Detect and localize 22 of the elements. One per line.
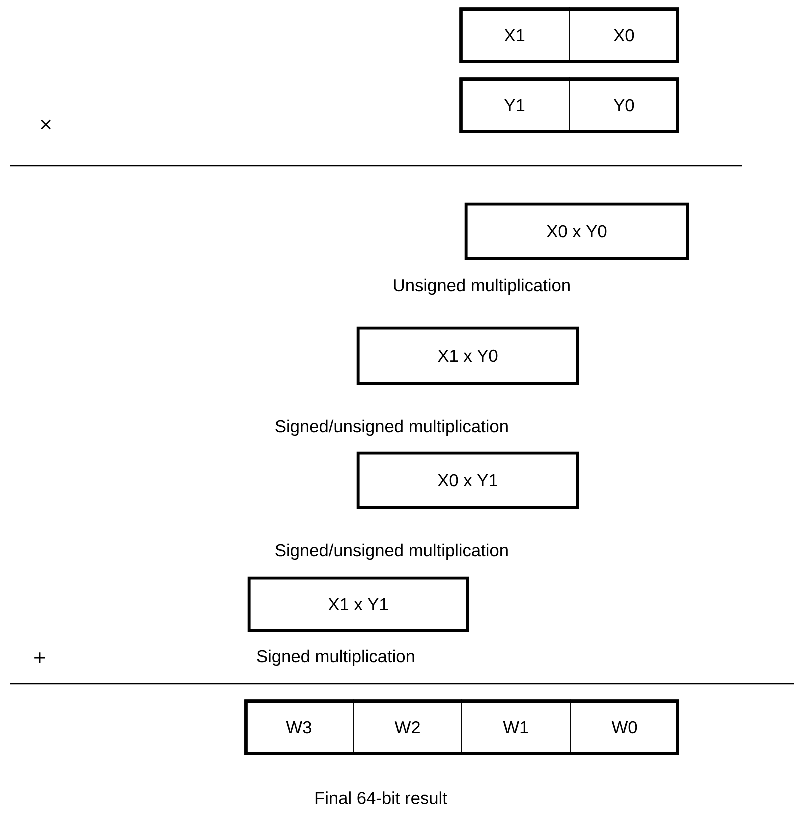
product-box: X1 x Y0 xyxy=(356,326,580,386)
register-cell: W1 xyxy=(462,700,571,756)
register-cell: W2 xyxy=(353,700,462,756)
register-cell: X1 xyxy=(460,8,570,64)
register-cell: Y1 xyxy=(460,78,570,134)
caption: Signed multiplication xyxy=(257,650,414,666)
caption: Unsigned multiplication xyxy=(394,278,570,296)
caption: Signed/unsigned multiplication xyxy=(276,544,508,560)
register-cell: W0 xyxy=(570,700,680,756)
register-frame xyxy=(244,700,680,756)
register-cell: X0 xyxy=(569,8,680,64)
product-box: X0 x Y0 xyxy=(464,202,690,260)
caption: Signed/unsigned multiplication xyxy=(276,420,508,436)
product-box: X0 x Y1 xyxy=(356,452,580,510)
caption: Final 64-bit result xyxy=(316,792,448,804)
product-box: X1 x Y1 xyxy=(248,576,470,632)
register-cell: Y0 xyxy=(569,78,680,134)
operator-sign: + xyxy=(34,652,46,664)
register-cell: W3 xyxy=(244,700,354,756)
operator-sign: × xyxy=(41,120,51,130)
register-frame xyxy=(460,8,680,64)
register-frame xyxy=(460,78,680,134)
